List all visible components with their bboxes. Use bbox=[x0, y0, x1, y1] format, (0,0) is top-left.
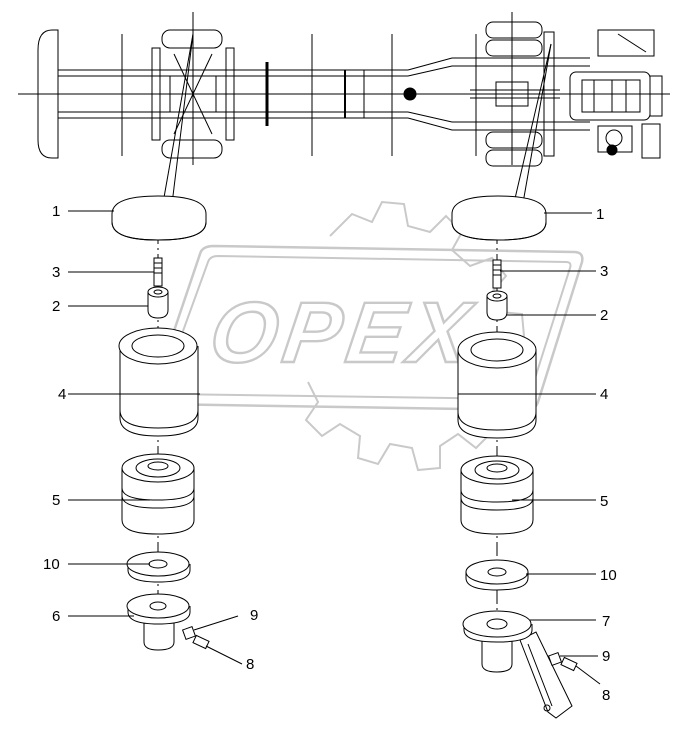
rear-leader-2 bbox=[519, 43, 552, 221]
right-part-2-bushing bbox=[486, 290, 508, 321]
battery-detail bbox=[617, 33, 647, 53]
air-tank-valve bbox=[605, 129, 623, 147]
front-suspension-right bbox=[225, 47, 235, 141]
rear-tire-top-inner bbox=[485, 39, 543, 57]
right-part-7-bracket bbox=[462, 610, 573, 719]
front-leader-1 bbox=[159, 33, 194, 221]
callout-right-8: 8 bbox=[602, 687, 610, 704]
front-tire-top bbox=[161, 29, 223, 49]
callout-right-3: 3 bbox=[600, 263, 608, 280]
callout-right-4: 4 bbox=[600, 386, 608, 403]
callout-right-5: 5 bbox=[600, 493, 608, 510]
rear-leader-1 bbox=[509, 43, 552, 221]
leader-left-9 bbox=[193, 615, 239, 631]
left-part-8-bolt bbox=[192, 634, 210, 650]
watermark-text: OPEX bbox=[204, 285, 480, 381]
callout-left-5: 5 bbox=[52, 492, 60, 509]
left-part-9-nut bbox=[181, 625, 197, 641]
frame-taper-top bbox=[407, 57, 590, 71]
right-parts-stack bbox=[451, 195, 578, 719]
callout-left-4: 4 bbox=[58, 386, 66, 403]
left-part-4-cylinder bbox=[118, 327, 199, 437]
front-bumper bbox=[37, 29, 59, 159]
frame-taper-inner-top bbox=[407, 65, 590, 77]
callout-left-9: 9 bbox=[250, 607, 258, 624]
right-part-5-mount bbox=[460, 455, 534, 535]
opex-watermark: OPEX bbox=[150, 200, 584, 472]
chassis-top-view bbox=[18, 12, 670, 221]
rear-suspension-left bbox=[543, 31, 555, 157]
frame-taper-bottom bbox=[407, 117, 590, 131]
left-part-5-mount bbox=[121, 453, 195, 535]
rear-axle-housing bbox=[495, 81, 529, 107]
rear-axle-beam bbox=[470, 89, 560, 99]
front-suspension-left bbox=[151, 47, 161, 141]
left-parts-stack bbox=[111, 195, 210, 651]
callout-left-1: 1 bbox=[52, 203, 60, 220]
rear-tire-bottom-inner bbox=[485, 131, 543, 149]
right-part-10-washer bbox=[465, 559, 529, 591]
left-part-1-cap bbox=[111, 195, 207, 241]
radiator bbox=[649, 75, 663, 117]
rear-tire-bottom-outer bbox=[485, 149, 543, 167]
left-part-2-bushing bbox=[147, 286, 169, 319]
rear-tire-top-outer bbox=[485, 21, 543, 39]
right-part-4-cylinder bbox=[457, 331, 537, 439]
left-part-10-washer bbox=[126, 551, 191, 583]
cab-step bbox=[641, 123, 661, 159]
left-part-3-bolt bbox=[153, 257, 163, 287]
callout-left-3: 3 bbox=[52, 264, 60, 281]
front-leader-2 bbox=[169, 33, 194, 221]
callout-left-2: 2 bbox=[52, 298, 60, 315]
callout-leaders bbox=[68, 210, 601, 685]
callout-numbers: 1 3 2 4 5 10 6 9 8 1 3 2 4 5 10 7 9 8 bbox=[43, 203, 617, 704]
callout-right-2: 2 bbox=[600, 307, 608, 324]
callout-right-9: 9 bbox=[602, 648, 610, 665]
callout-left-8: 8 bbox=[246, 656, 254, 673]
callout-left-10: 10 bbox=[43, 556, 60, 573]
universal-joint bbox=[403, 87, 417, 101]
right-part-3-bolt bbox=[492, 259, 502, 289]
left-part-6-sleeve bbox=[126, 593, 191, 651]
front-tire-bottom bbox=[161, 139, 223, 159]
frame-taper-inner-bottom bbox=[407, 111, 590, 123]
front-spring-bracket bbox=[169, 76, 217, 112]
valve-knob bbox=[606, 144, 618, 156]
front-spring-cross-a bbox=[173, 53, 213, 135]
right-part-9-nut bbox=[547, 651, 563, 667]
leader-left-8 bbox=[205, 645, 243, 665]
leader-right-8 bbox=[575, 665, 601, 685]
right-part-8-bolt bbox=[560, 656, 578, 672]
engine-detail bbox=[581, 79, 641, 113]
battery-box bbox=[597, 29, 655, 57]
callout-right-10: 10 bbox=[600, 567, 617, 584]
callout-left-6: 6 bbox=[52, 608, 60, 625]
callout-right-7: 7 bbox=[602, 613, 610, 630]
right-part-1-cap bbox=[451, 195, 547, 241]
callout-right-1: 1 bbox=[596, 206, 604, 223]
